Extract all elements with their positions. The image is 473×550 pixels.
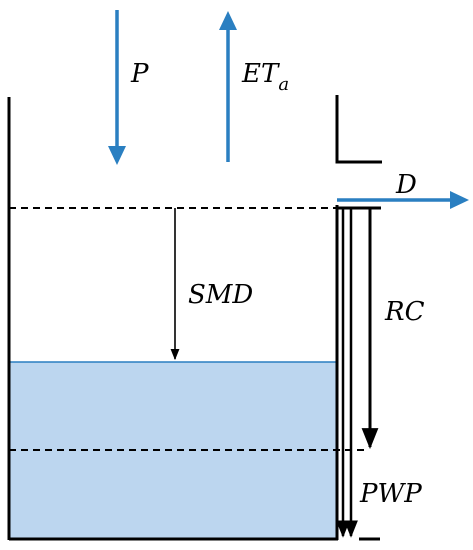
label-eta: ETa bbox=[241, 59, 289, 95]
outlet-corner-mark bbox=[335, 95, 382, 164]
label-smd: SMD bbox=[188, 280, 253, 310]
label-eta-subscript: a bbox=[278, 74, 289, 95]
label-eta-main: ET bbox=[241, 59, 280, 89]
precipitation-arrow bbox=[108, 10, 126, 165]
drainage-arrow bbox=[337, 191, 469, 209]
label-p: P bbox=[130, 59, 149, 89]
evapotranspiration-arrow bbox=[219, 11, 237, 162]
label-d: D bbox=[395, 170, 417, 200]
label-rc: RC bbox=[384, 297, 425, 327]
label-pwp: PWP bbox=[359, 479, 422, 509]
